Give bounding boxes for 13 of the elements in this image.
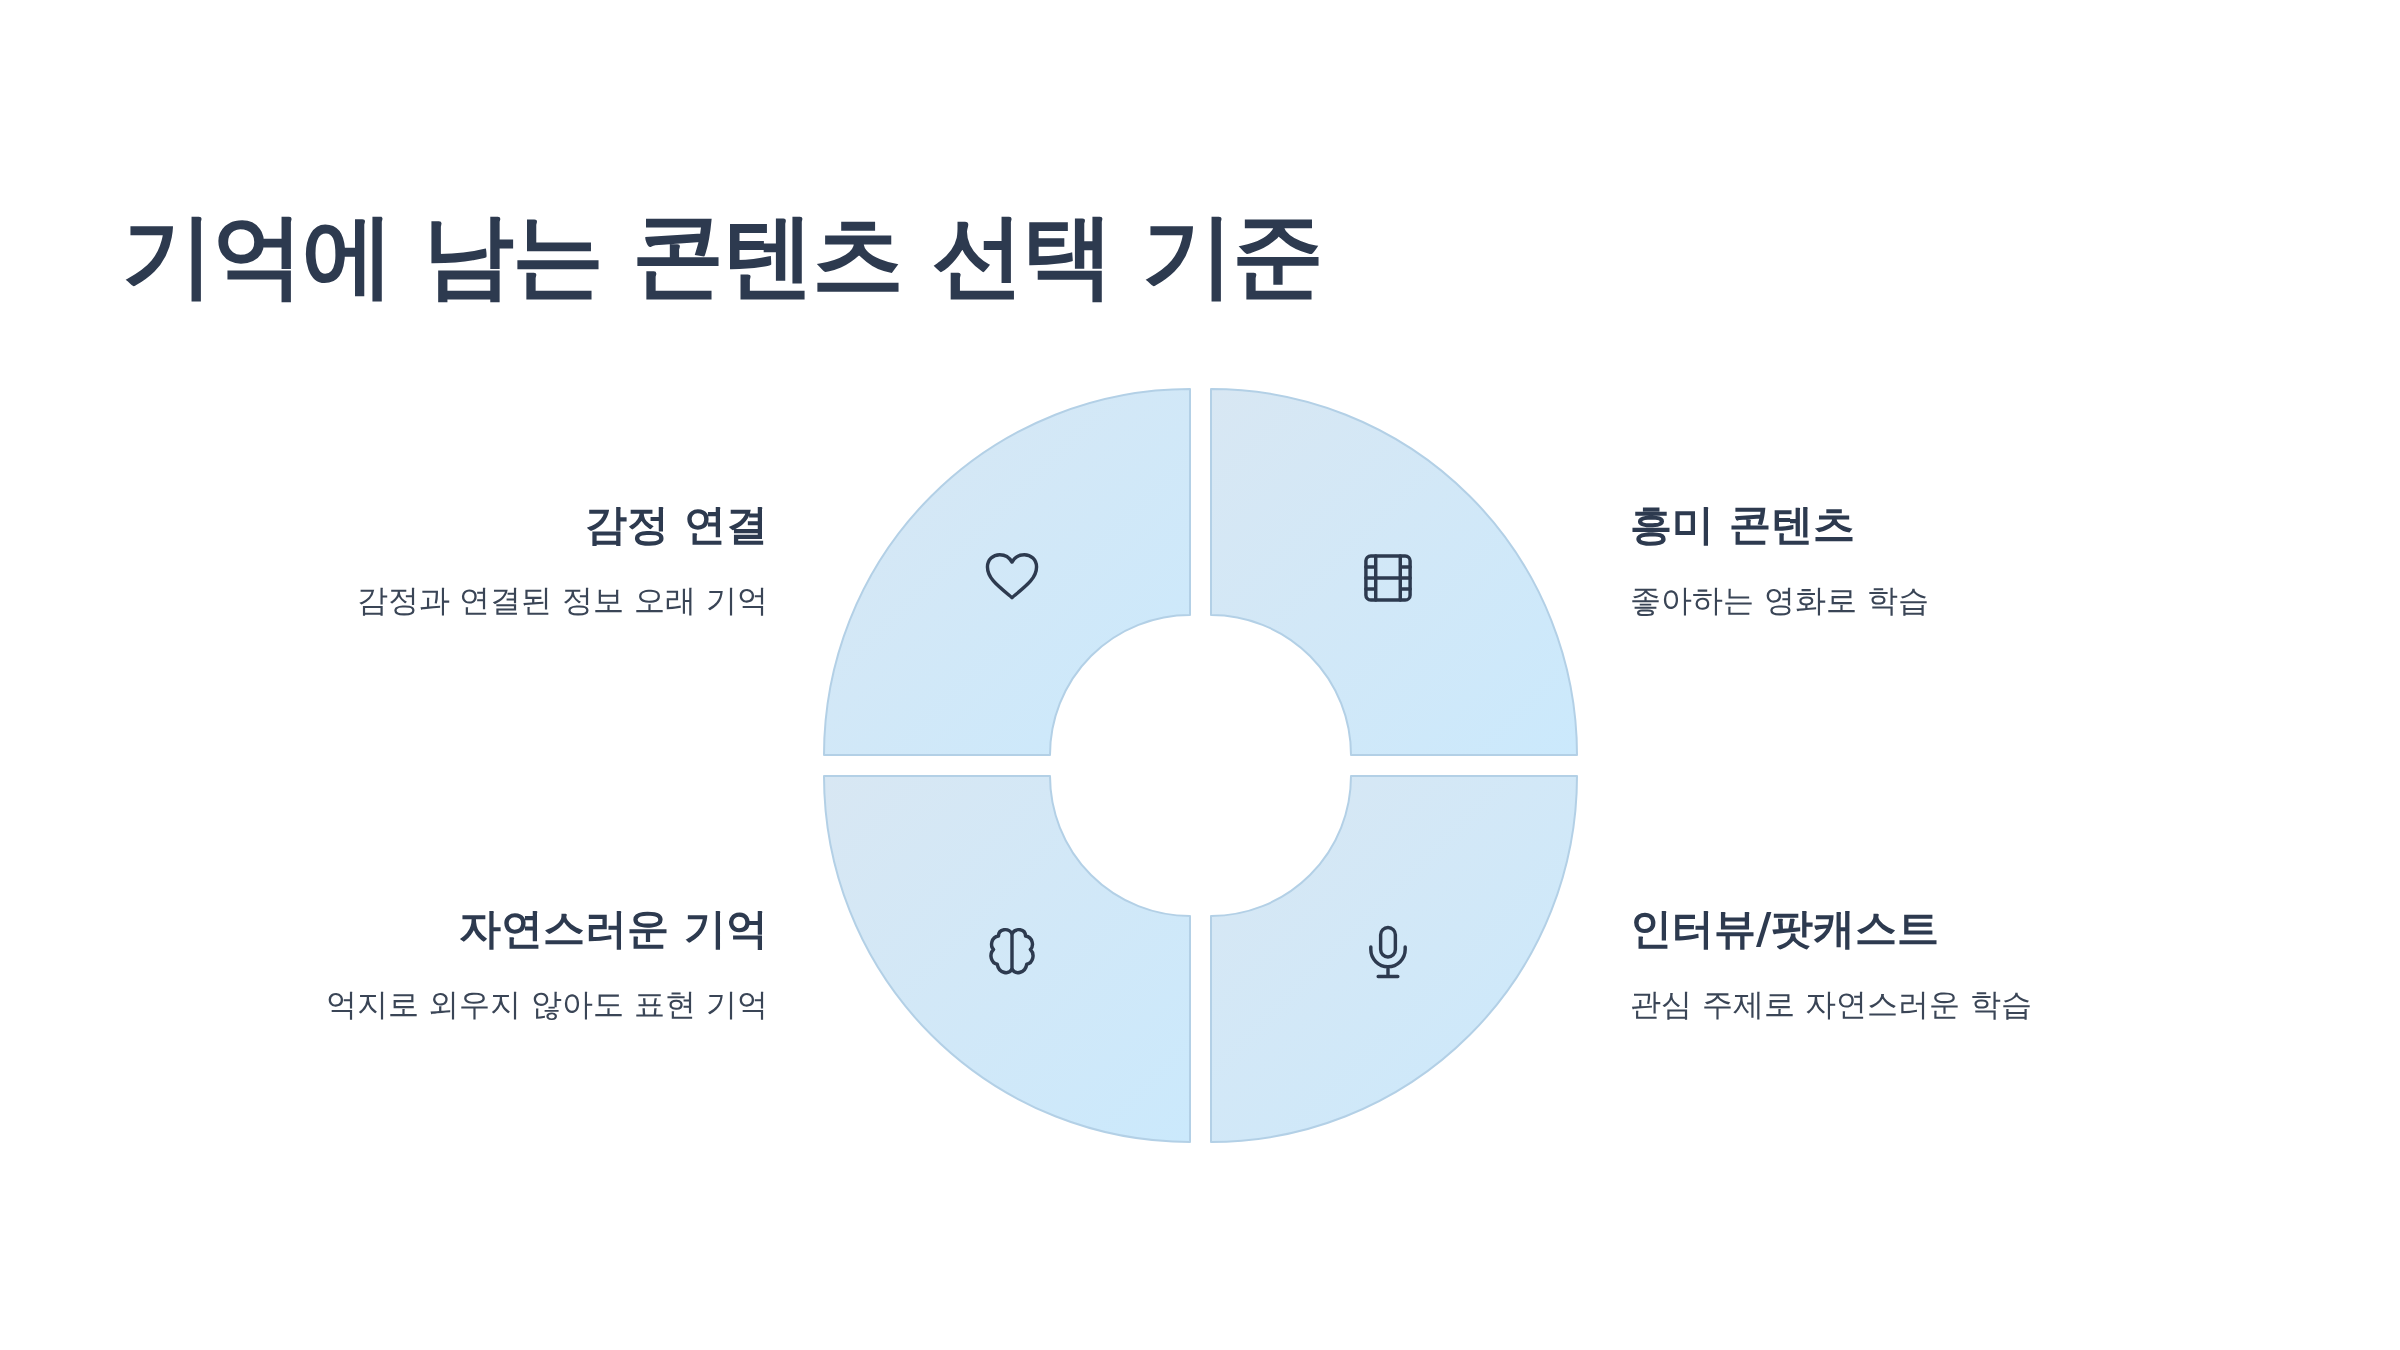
ring-segment [823,388,1190,755]
ring-segment [823,775,1190,1142]
description: 억지로 외우지 않아도 표현 기억 [325,986,768,1024]
ring-segment [1210,388,1577,755]
heading: 자연스러운 기억 [459,904,768,955]
heading: 흥미 콘텐츠 [1630,500,1855,551]
description: 관심 주제로 자연스러운 학습 [1630,986,2032,1024]
heading: 인터뷰/팟캐스트 [1630,904,1940,955]
heading: 감정 연결 [585,500,768,551]
description: 좋아하는 영화로 학습 [1630,582,1929,620]
ring-segment [1210,775,1577,1142]
title: 기억에 남는 콘텐츠 선택 기준 [122,205,1323,307]
description: 감정과 연결된 정보 오래 기억 [356,582,768,620]
